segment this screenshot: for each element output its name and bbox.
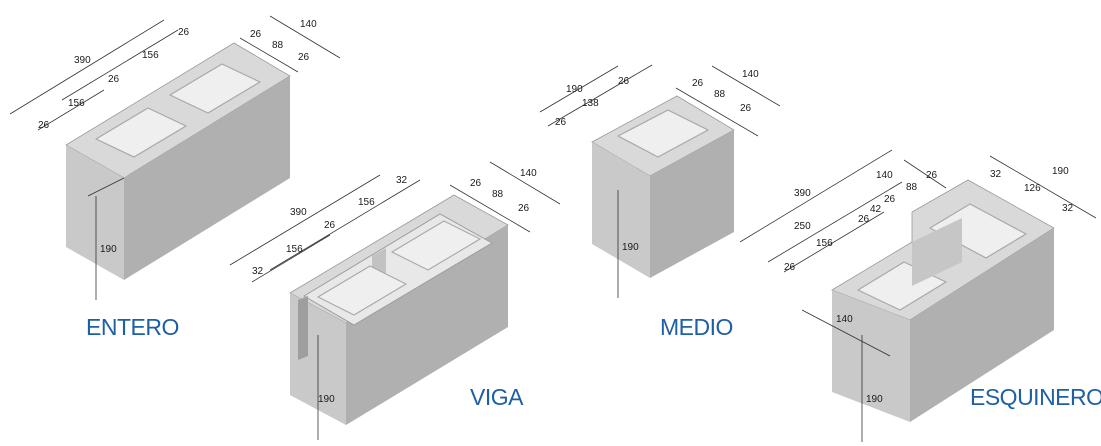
viga-dimensions: 390 156 156 32 26 32 140 26 88 26 190	[229, 161, 561, 440]
medio-dim-26-c: 26	[692, 78, 704, 89]
viga-front-face	[346, 225, 508, 425]
medio-dim-26-d: 26	[740, 103, 752, 114]
medio-dimensions: 190 138 26 26 140 26 88 26 190	[539, 64, 781, 298]
esquinero-dim-42: 42	[870, 204, 882, 215]
entero-dim-26-d: 26	[250, 29, 262, 40]
entero-dim-88: 88	[272, 40, 284, 51]
entero-dim-156-b: 156	[68, 98, 85, 109]
esquinero-dim-26-c: 26	[884, 194, 896, 205]
entero-dimensions: 390 156 156 26 26 26 140 26 88 26 190	[9, 15, 341, 300]
viga-dim-88: 88	[492, 189, 504, 200]
viga-dim-390: 390	[290, 207, 307, 218]
viga-dim-190: 190	[318, 394, 335, 405]
entero-dim-390: 390	[74, 55, 91, 66]
medio-dim-190-h: 190	[622, 242, 639, 253]
viga-dim-26-c: 26	[518, 203, 530, 214]
esquinero-dim-140-b: 140	[836, 314, 853, 325]
entero-end-face	[66, 145, 124, 280]
entero-front-face	[124, 76, 290, 280]
entero-dim-26-a: 26	[178, 27, 190, 38]
esquinero-dim-250: 250	[794, 221, 811, 232]
esquinero-cavity-2	[929, 203, 1027, 259]
esquinero-dim-32-a: 32	[990, 169, 1002, 180]
viga-dim-156-a: 156	[358, 197, 375, 208]
viga-label: VIGA	[470, 384, 524, 410]
entero-label: ENTERO	[86, 314, 179, 340]
medio-label: MEDIO	[660, 314, 733, 340]
block-medio	[591, 95, 735, 278]
viga-cavity-2	[390, 220, 482, 271]
entero-dim-26-c: 26	[38, 120, 50, 131]
block-entero	[65, 42, 291, 280]
esquinero-dim-26-b: 26	[858, 214, 870, 225]
esquinero-label: ESQUINERO	[970, 384, 1101, 410]
viga-dim-26-b: 26	[470, 178, 482, 189]
viga-groove	[298, 296, 308, 360]
esquinero-front-face	[910, 228, 1054, 422]
medio-dim-138: 138	[582, 98, 599, 109]
block-esquinero	[831, 179, 1055, 422]
medio-front-face	[650, 130, 734, 278]
entero-dim-26-e: 26	[298, 52, 310, 63]
esquinero-dimensions: 390 250 156 26 140 26 42 26 88 26 190 32…	[739, 149, 1097, 442]
esquinero-dim-190-top: 190	[1052, 166, 1069, 177]
viga-dim-156-b: 156	[286, 244, 303, 255]
viga-dim-32-a: 32	[396, 175, 408, 186]
viga-cavity-1	[316, 265, 408, 316]
entero-dim-190: 190	[100, 244, 117, 255]
medio-dim-88: 88	[714, 89, 726, 100]
medio-dim-140: 140	[742, 69, 759, 80]
medio-cavity	[617, 109, 709, 158]
entero-cavity-1	[95, 107, 187, 158]
viga-dim-140: 140	[520, 168, 537, 179]
entero-dim-26-b: 26	[108, 74, 120, 85]
viga-dim-32-b: 32	[252, 266, 264, 277]
esquinero-dim-126: 126	[1024, 183, 1041, 194]
esquinero-dim-32-b: 32	[1062, 203, 1074, 214]
esquinero-dim-140: 140	[876, 170, 893, 181]
esquinero-dim-390: 390	[794, 188, 811, 199]
esquinero-dim-190-h: 190	[866, 394, 883, 405]
entero-cavity-2	[169, 63, 261, 114]
entero-dim-156-a: 156	[142, 50, 159, 61]
medio-end-face	[592, 142, 650, 278]
viga-dim-26: 26	[324, 220, 336, 231]
entero-dim-140: 140	[300, 19, 317, 30]
esquinero-dim-156: 156	[816, 238, 833, 249]
esquinero-notch	[912, 218, 962, 286]
esquinero-end-face	[832, 290, 910, 422]
block-viga	[289, 194, 509, 425]
esquinero-dim-26-d: 26	[926, 170, 938, 181]
medio-dim-26-a: 26	[618, 76, 630, 87]
esquinero-dim-26-a: 26	[784, 262, 796, 273]
medio-dim-26-b: 26	[555, 117, 567, 128]
esquinero-dim-88: 88	[906, 182, 918, 193]
medio-dim-190: 190	[566, 84, 583, 95]
